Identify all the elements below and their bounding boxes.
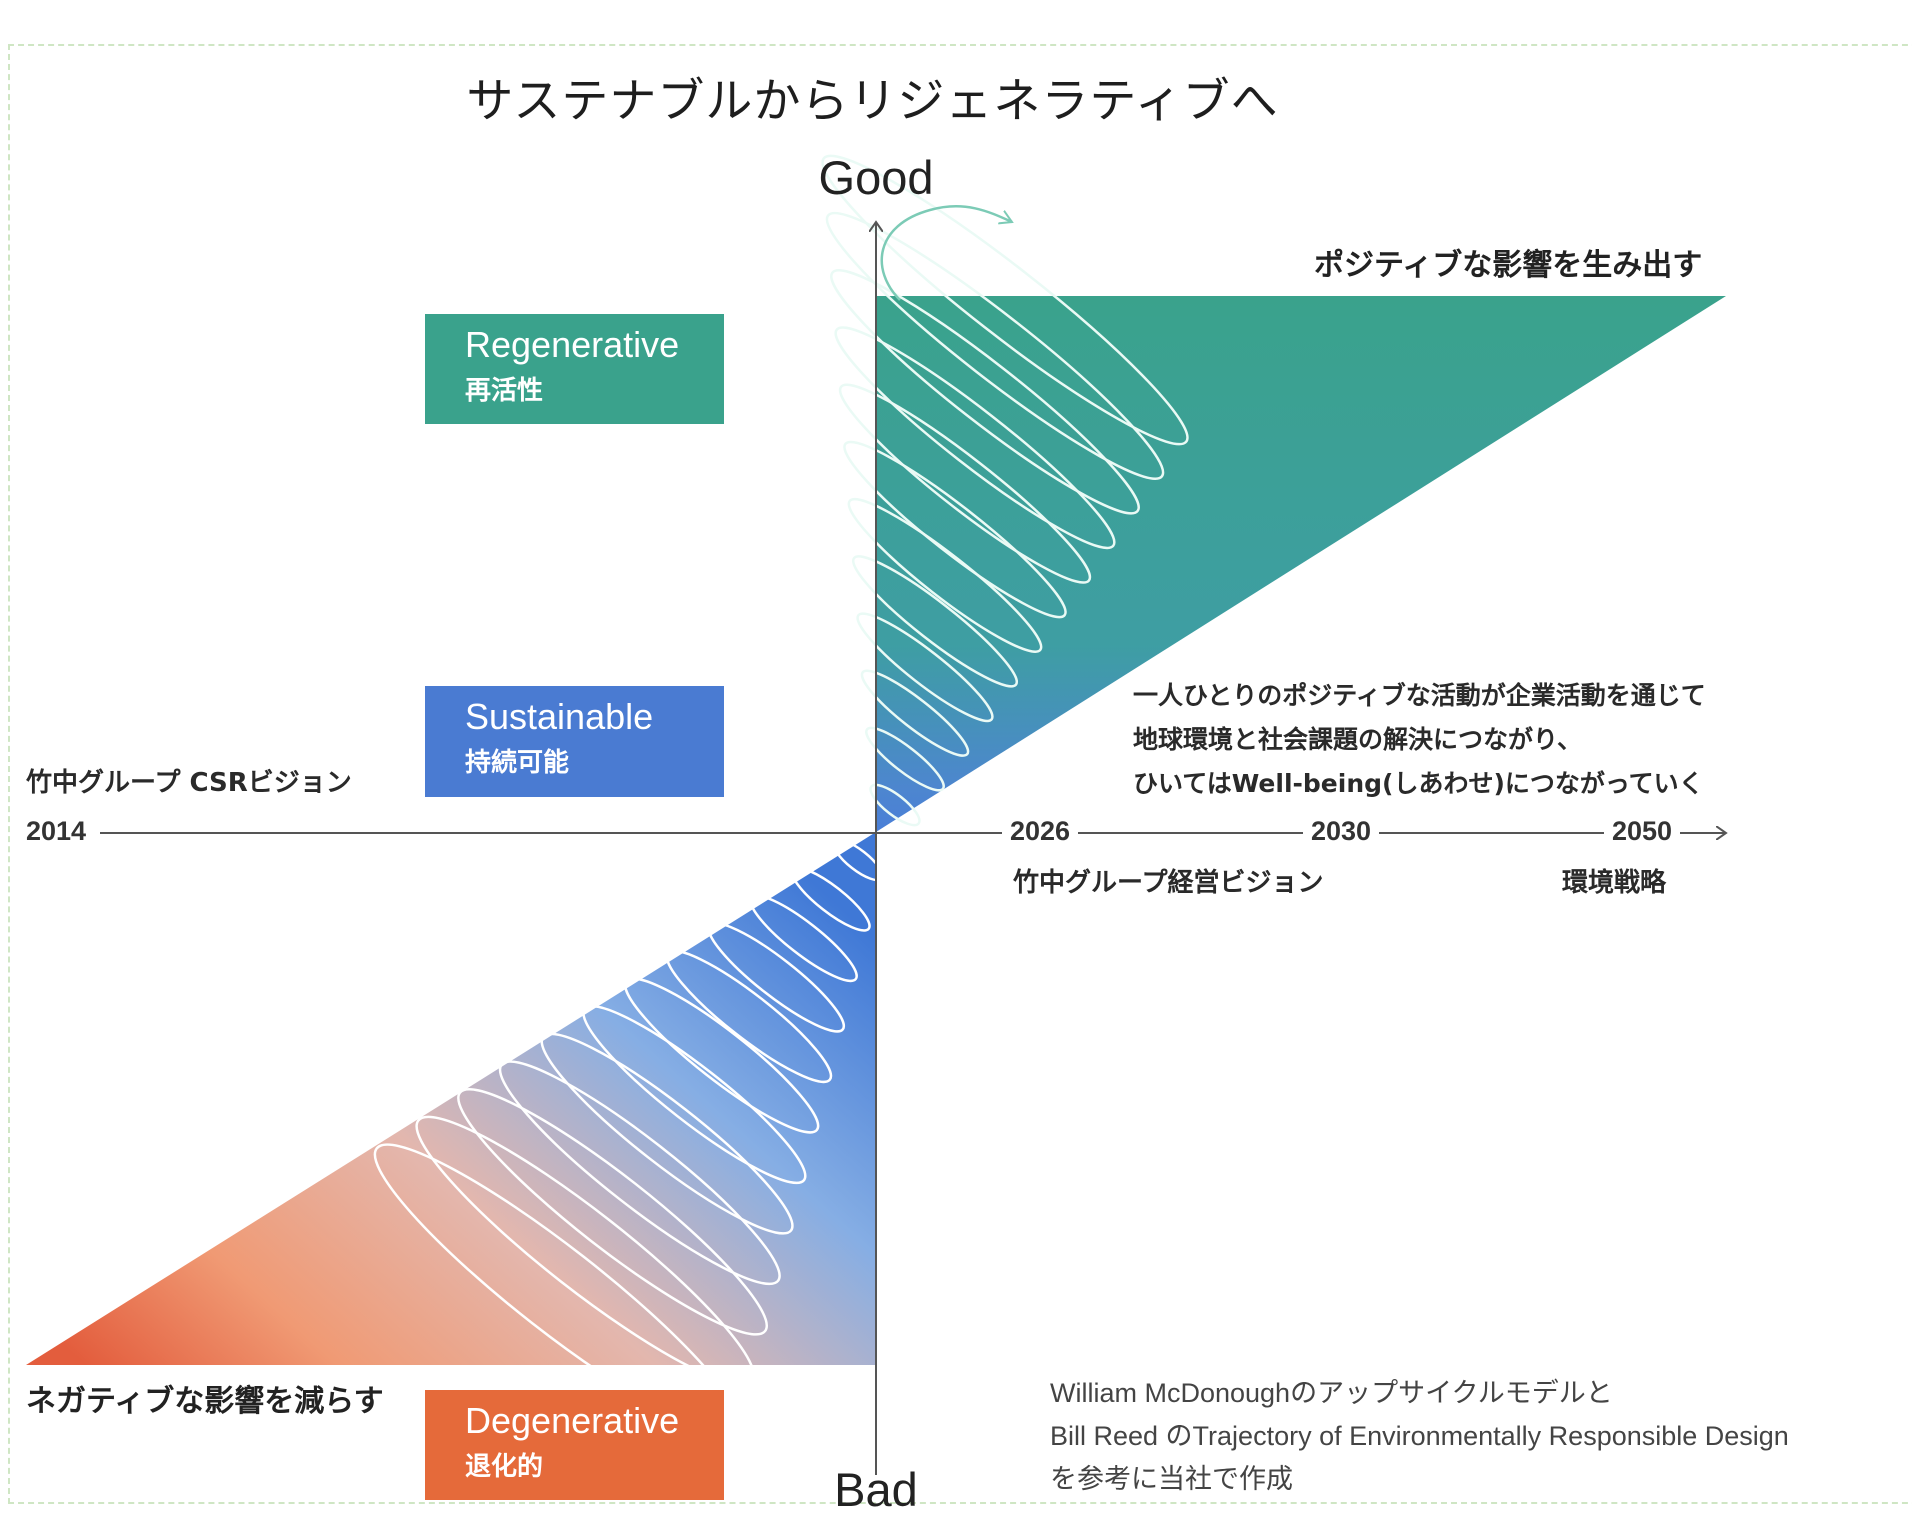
degenerative-label-ja: 退化的	[465, 1452, 544, 1482]
spiral-loop	[821, 154, 1189, 446]
credit-line: を参考に当社で作成	[1050, 1464, 1293, 1494]
spiral-loop	[498, 1060, 781, 1286]
spiral-loop	[825, 211, 1165, 480]
spiral-loop	[856, 612, 994, 723]
spiral-loop	[457, 1087, 769, 1336]
spiral-loop	[623, 977, 820, 1134]
spiral-loop	[665, 949, 833, 1084]
spiral-loops	[373, 154, 1189, 1437]
sustainable-label-ja: 持続可能	[465, 748, 570, 778]
source-credit: William McDonoughのアップサイクルモデルと Bill Reed …	[1050, 1372, 1789, 1501]
spiral-loop	[838, 383, 1092, 584]
year-2026: 2026	[1002, 816, 1079, 847]
spiral-loop	[582, 1004, 807, 1185]
sustainable-box: Sustainable 持続可能	[425, 686, 724, 797]
degenerative-box: Degenerative 退化的	[425, 1390, 724, 1500]
spiral-loop	[415, 1115, 756, 1387]
spiral-loop	[834, 326, 1116, 550]
spiral-loop	[860, 669, 970, 757]
spiral-exit-arrow	[880, 205, 1012, 301]
credit-line: Bill Reed のTrajectory of Environmentally…	[1050, 1421, 1789, 1451]
spiral-loop	[790, 866, 871, 932]
degenerative-label: Degenerative	[465, 1400, 680, 1441]
spiral-loop	[707, 921, 846, 1033]
page-title: サステナブルからリジェネラティブへ	[466, 74, 1279, 129]
axis-label-good: Good	[818, 151, 934, 204]
year-2014: 2014	[18, 816, 95, 847]
spiral-loop	[847, 497, 1043, 653]
regenerative-label: Regenerative	[465, 324, 680, 365]
upper-triangle	[876, 296, 1726, 832]
spiral-loop	[843, 440, 1067, 619]
spiral-loop	[540, 1032, 794, 1235]
credit-line: William McDonoughのアップサイクルモデルと	[1050, 1378, 1613, 1408]
axis-label-bad: Bad	[834, 1463, 918, 1516]
spiral-loop	[373, 1143, 743, 1437]
spiral-loop	[832, 838, 884, 882]
year-2050: 2050	[1604, 816, 1681, 847]
spiral-loop	[749, 894, 858, 983]
description-line: 一人ひとりのポジティブな活動が企業活動を通じて	[1133, 681, 1706, 710]
description-line: 地球環境と社会課題の解決につながり、	[1133, 725, 1583, 754]
csr-vision-label: 竹中グループ CSRビジョン	[26, 768, 352, 798]
positive-impact-label: ポジティブな影響を生み出す	[1314, 248, 1703, 283]
regenerative-box: Regenerative 再活性	[425, 314, 724, 424]
diagram-canvas	[26, 154, 1912, 1475]
lower-triangle	[26, 832, 876, 1365]
spiral-loop	[851, 555, 1019, 688]
negative-impact-label: ネガティブな影響を減らす	[26, 1384, 384, 1419]
sustainable-label: Sustainable	[465, 696, 654, 737]
management-vision-label: 竹中グループ経営ビジョン	[1013, 868, 1324, 898]
regenerative-label-ja: 再活性	[465, 376, 544, 406]
environment-strategy-label: 環境戦略	[1562, 868, 1667, 898]
spiral-loop	[830, 269, 1140, 515]
year-2030: 2030	[1303, 816, 1380, 847]
description-text: 一人ひとりのポジティブな活動が企業活動を通じて 地球環境と社会課題の解決につなが…	[1133, 674, 1706, 806]
description-line: ひいてはWell-being(しあわせ)につながっていく	[1133, 769, 1704, 798]
spiral-loop	[869, 783, 921, 827]
spiral-loop	[865, 726, 945, 792]
